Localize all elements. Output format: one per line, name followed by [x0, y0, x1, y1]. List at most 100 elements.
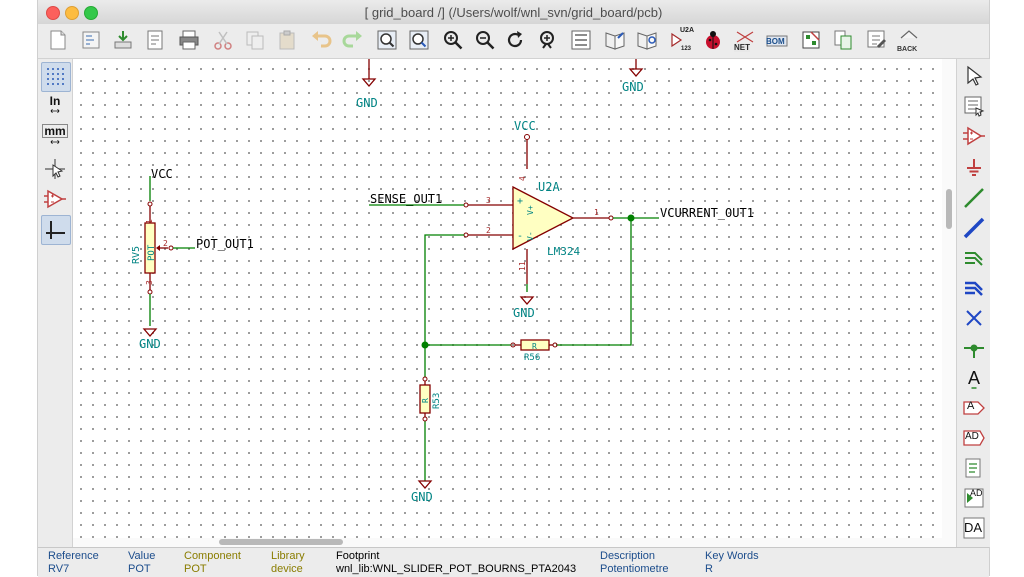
pcbnew-button[interactable]: [864, 27, 890, 53]
pointer-icon: [967, 65, 983, 86]
schematic-canvas[interactable]: GND GND VCC GND: [73, 59, 942, 538]
no-connect-button[interactable]: [961, 305, 987, 331]
netlist-button[interactable]: NET: [732, 27, 758, 53]
u2a-opamp[interactable]: VCC 4 + - V+ V- U2A LM324 11 GND 3: [463, 119, 614, 320]
hierarchy-navigator-button[interactable]: [568, 27, 594, 53]
library-browser-button[interactable]: [634, 27, 660, 53]
status-reference-value: RV7: [48, 563, 70, 575]
find-button[interactable]: [374, 27, 400, 53]
right-toolbar: A A AD AD DA: [956, 59, 990, 547]
zoom-fit-button[interactable]: [534, 27, 560, 53]
assign-footprints-button[interactable]: [798, 27, 824, 53]
horizontal-scrollbar[interactable]: [73, 538, 942, 547]
page-settings-button[interactable]: [142, 27, 168, 53]
r53-gnd-label: GND: [411, 490, 433, 504]
status-value-header: Value: [128, 550, 156, 562]
status-reference: Reference RV7: [48, 550, 99, 576]
units-mm-button[interactable]: mm: [41, 123, 69, 151]
hierarchy-push-icon: [964, 96, 985, 117]
zoom-in-icon: [444, 31, 463, 50]
library-editor-icon: [605, 32, 625, 50]
hierarchy-tool-button[interactable]: [961, 93, 987, 119]
place-global-label-button[interactable]: A: [961, 395, 987, 421]
wires: [369, 204, 659, 481]
open-schematic-icon: [82, 31, 100, 49]
library-editor-button[interactable]: [602, 27, 628, 53]
back-button[interactable]: BACK: [896, 27, 922, 53]
bus-to-bus-entry-button[interactable]: [961, 275, 987, 301]
wire-to-bus-entry-button[interactable]: [961, 245, 987, 271]
status-description-value: Potentiometre: [600, 563, 669, 575]
save-icon: [114, 31, 132, 49]
rv5-potentiometer[interactable]: VCC GND POT_OUT1 2 1 3 POT RV5: [131, 167, 254, 351]
global-label-icon: [963, 401, 985, 415]
erc-button[interactable]: [700, 27, 726, 53]
place-hier-label-button[interactable]: AD: [961, 425, 987, 451]
place-junction-button[interactable]: [961, 335, 987, 361]
place-power-button[interactable]: [961, 155, 987, 181]
maximize-window-button[interactable]: [84, 6, 98, 20]
opamp-pin-4: 4: [518, 176, 527, 181]
arrow-both-icon: [50, 109, 60, 113]
paste-button[interactable]: [274, 27, 300, 53]
r53-value: R: [421, 398, 430, 403]
place-net-label-button[interactable]: A: [961, 365, 987, 391]
new-schematic-button[interactable]: [45, 27, 71, 53]
ladybug-icon: [706, 31, 720, 49]
status-library: Library device: [271, 550, 305, 576]
printer-icon: [179, 30, 199, 50]
wire-angle-icon: [46, 221, 65, 239]
cut-button[interactable]: [210, 27, 236, 53]
import-sheet-pin-button[interactable]: AD: [961, 485, 987, 511]
place-component-button[interactable]: [961, 123, 987, 149]
backannotate-icon: [834, 30, 852, 50]
units-inches-button[interactable]: In: [41, 93, 69, 121]
find-replace-button[interactable]: [406, 27, 432, 53]
zoom-in-button[interactable]: [440, 27, 466, 53]
place-bus-button[interactable]: [961, 215, 987, 241]
gnd-symbol-top-2[interactable]: GND: [622, 59, 644, 94]
r53-resistor[interactable]: R R53 GND: [411, 376, 442, 504]
cursor-shape-button[interactable]: [41, 155, 69, 183]
bom-label: BOM: [766, 37, 785, 46]
redraw-button[interactable]: [502, 27, 528, 53]
minimize-window-button[interactable]: [65, 6, 79, 20]
place-sheet-pin-button[interactable]: DA: [961, 515, 987, 541]
r56-resistor[interactable]: R R56: [510, 339, 558, 363]
vertical-scrollbar[interactable]: [942, 59, 956, 547]
zoom-out-button[interactable]: [472, 27, 498, 53]
copy-button[interactable]: [242, 27, 268, 53]
annotate-button[interactable]: U2A 123: [668, 27, 694, 53]
print-button[interactable]: [176, 27, 202, 53]
find-icon: [377, 30, 397, 50]
wire-angle-button[interactable]: [41, 215, 71, 245]
ground-icon: [967, 159, 981, 176]
gnd-symbol-top-1[interactable]: GND: [356, 59, 378, 110]
show-hidden-pins-button[interactable]: [41, 185, 69, 213]
close-window-button[interactable]: [46, 6, 60, 20]
show-grid-button[interactable]: [41, 62, 71, 92]
select-tool-button[interactable]: [961, 63, 987, 89]
opamp-pin-1: 1: [594, 208, 599, 217]
status-footprint-value: wnl_lib:WNL_SLIDER_POT_BOURNS_PTA2043: [336, 563, 577, 575]
vertical-scroll-thumb[interactable]: [946, 189, 952, 229]
left-toolbar: In mm: [38, 59, 73, 547]
scissors-icon: [214, 31, 232, 50]
horizontal-scroll-thumb[interactable]: [219, 539, 343, 545]
library-browser-icon: [637, 32, 657, 50]
place-sheet-button[interactable]: [961, 455, 987, 481]
backannotate-button[interactable]: [830, 27, 856, 53]
bom-button[interactable]: BOM: [764, 27, 790, 53]
app-window: [ grid_board /] (/Users/wolf/wnl_svn/gri…: [37, 0, 990, 577]
net-label: NET: [734, 43, 750, 52]
grid-icon: [47, 68, 64, 85]
place-wire-button[interactable]: [961, 185, 987, 211]
redo-button[interactable]: [340, 27, 366, 53]
u2a-sub-label: 123: [681, 46, 692, 52]
opamp-pin-2: 2: [486, 226, 491, 235]
open-schematic-button[interactable]: [78, 27, 104, 53]
save-button[interactable]: [110, 27, 136, 53]
undo-button[interactable]: [308, 27, 334, 53]
bus-bus-entry-icon: [965, 281, 983, 296]
status-value: Value POT: [128, 550, 155, 576]
